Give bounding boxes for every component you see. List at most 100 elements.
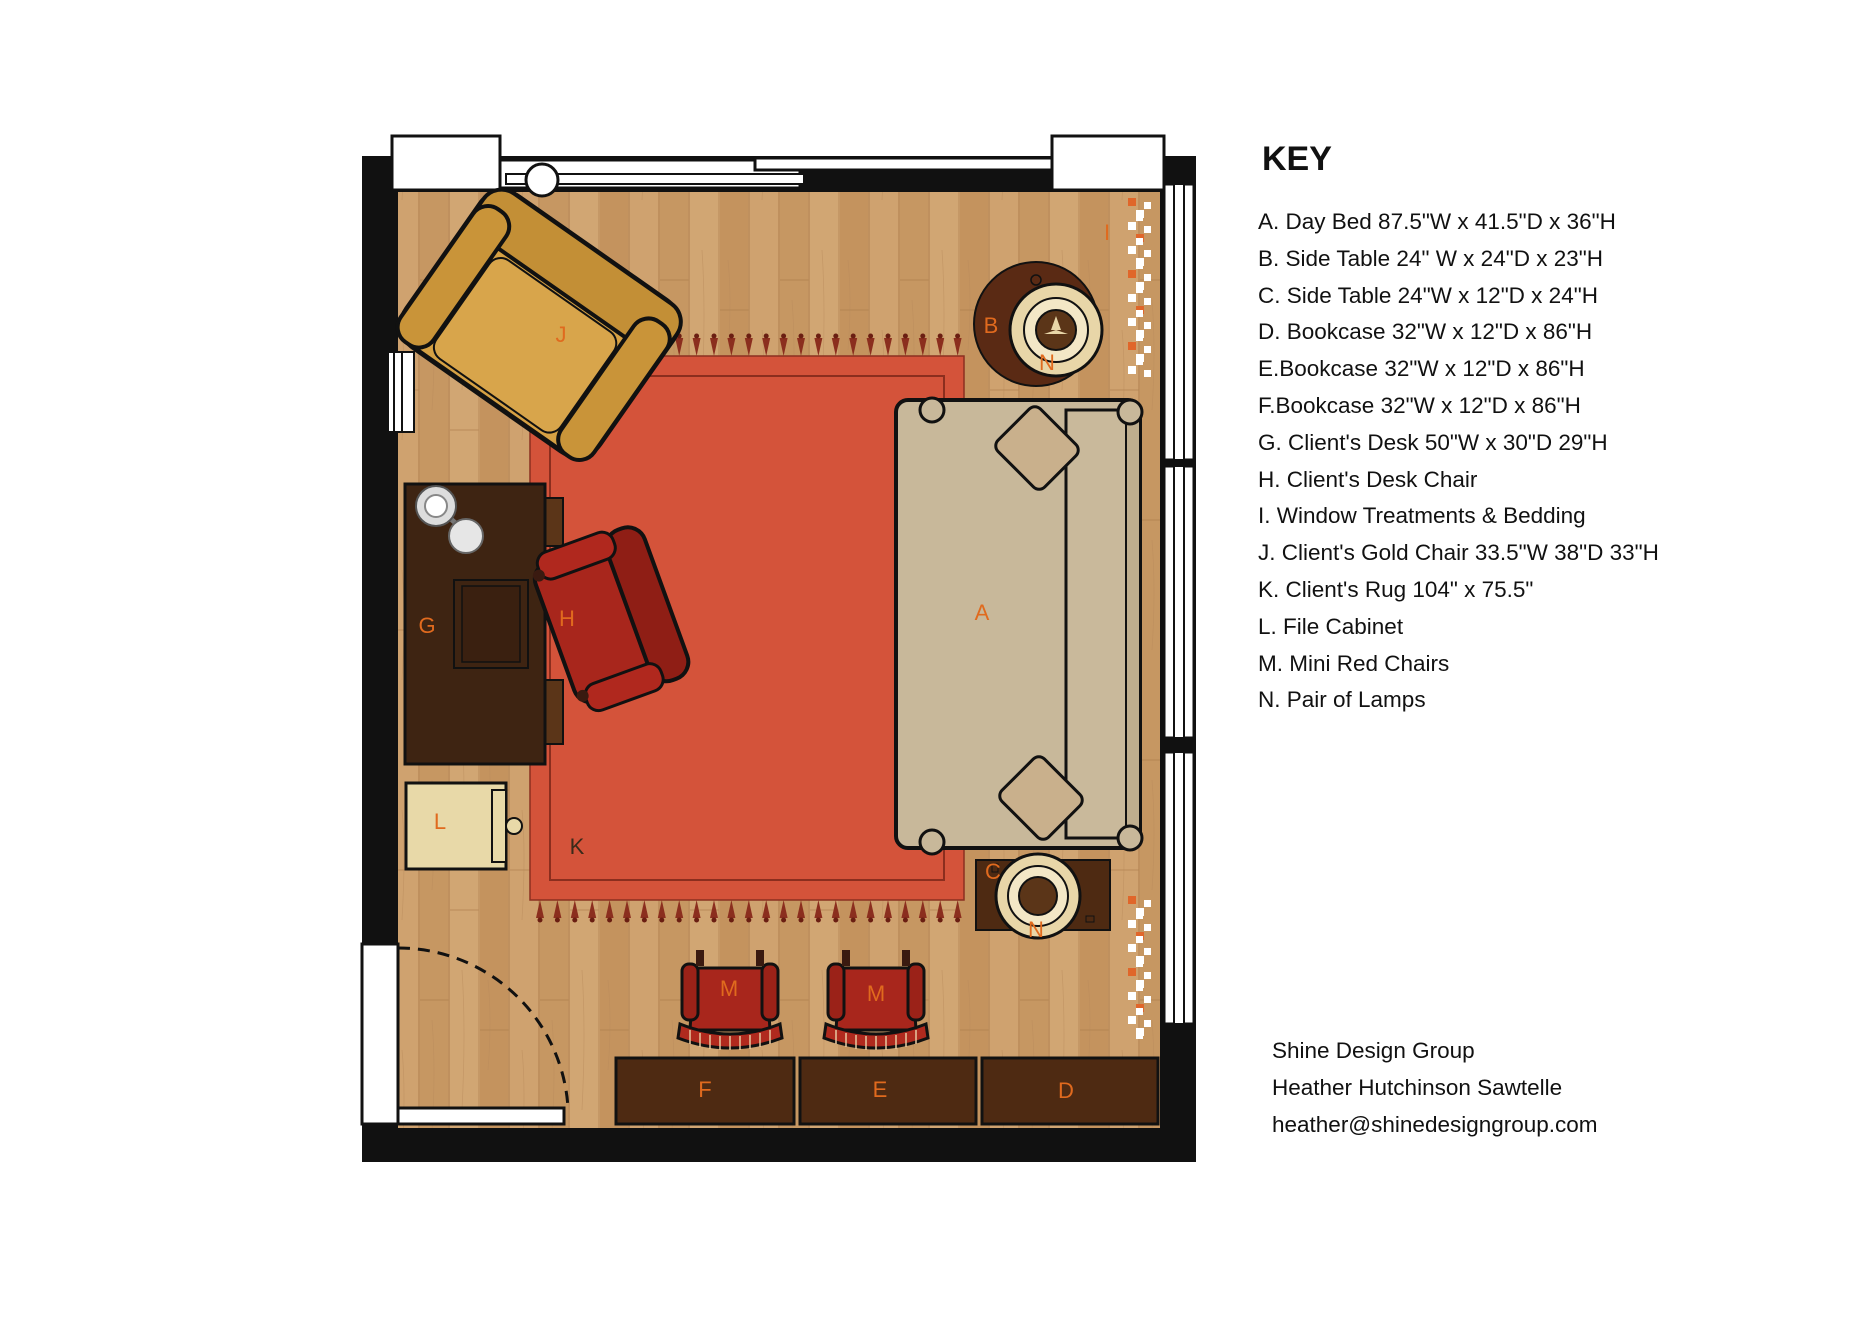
- treatment-tile: [1144, 274, 1151, 281]
- label-k: K: [570, 834, 585, 859]
- rug-tassel: [779, 900, 788, 918]
- rug-tassel: [953, 338, 962, 356]
- door: [360, 942, 570, 1126]
- rug-tassel: [762, 900, 771, 918]
- label-n-top: N: [1039, 350, 1055, 375]
- rug-tassel-knot: [763, 917, 769, 923]
- treatment-tile: [1144, 948, 1151, 955]
- label-a: A: [975, 600, 990, 625]
- lamp-icon: [1008, 282, 1104, 378]
- rug-tassel-knot: [781, 333, 787, 339]
- rug-tassel: [710, 338, 718, 356]
- rug-tassel: [901, 338, 910, 356]
- label-f: F: [698, 1077, 711, 1102]
- label-g: G: [418, 613, 435, 638]
- label-e: E: [873, 1077, 888, 1102]
- rug-tassel-knot: [589, 917, 595, 923]
- rug-tassel-knot: [902, 917, 908, 923]
- treatment-tile: [1144, 1020, 1151, 1027]
- rug-tassel-knot: [885, 917, 891, 923]
- label-d: D: [1058, 1078, 1074, 1103]
- treatment-tile: [1128, 246, 1136, 254]
- door-handle-icon: [524, 162, 560, 198]
- treatment-tile: [1144, 972, 1151, 979]
- label-c: C: [985, 859, 1001, 884]
- plan-labels: A B C D E F G H I J K L M M N N: [418, 220, 1110, 1103]
- rug-tassel-knot: [902, 333, 908, 339]
- treatment-tile: [1136, 310, 1143, 317]
- treatment-tile: [1128, 896, 1136, 904]
- treatment-tile: [1136, 334, 1143, 341]
- rug-tassel-knot: [641, 917, 647, 923]
- rug-tassel: [936, 900, 945, 918]
- rug-tassel: [918, 338, 927, 356]
- rug-tassel-knot: [659, 917, 665, 923]
- treatment-tile: [1136, 936, 1143, 943]
- rug-tassel: [727, 900, 736, 918]
- rug-tassel: [901, 900, 910, 918]
- treatment-tile: [1144, 370, 1151, 377]
- rug-tassel: [675, 900, 684, 918]
- key-item-m: M. Mini Red Chairs: [1258, 650, 1450, 676]
- rug-tassel-knot: [746, 917, 752, 923]
- rug-tassel: [866, 900, 875, 918]
- rug-tassel: [849, 900, 858, 918]
- treatment-tile: [1128, 968, 1136, 976]
- key-item-a: A. Day Bed 87.5"W x 41.5"D x 36"H: [1258, 209, 1616, 234]
- rug-tassel: [640, 900, 649, 918]
- rug-tassel-knot: [955, 333, 961, 339]
- treatment-tile: [1128, 992, 1136, 1000]
- key-item-d: D. Bookcase 32"W x 12"D x 86"H: [1258, 319, 1593, 345]
- rug-tassel: [866, 338, 875, 356]
- desk: [403, 482, 564, 766]
- rug-tassel: [744, 338, 753, 356]
- rug-tassel: [623, 900, 631, 918]
- key-item-f: F.Bookcase 32"W x 12"D x 86"H: [1258, 392, 1581, 418]
- right-windows: [1162, 182, 1196, 1026]
- treatment-tile: [1128, 222, 1136, 230]
- rug-tassel-knot: [763, 333, 769, 339]
- bookcase-d: [980, 1056, 1160, 1126]
- key-list: A. Day Bed 87.5"W x 41.5"D x 36"H B. Sid…: [1258, 204, 1659, 719]
- rug-tassel-knot: [868, 333, 874, 339]
- bookcase-f: [614, 1056, 796, 1126]
- file-cabinet: [404, 781, 523, 871]
- label-m-right: M: [867, 981, 885, 1006]
- treatment-tile: [1144, 924, 1151, 931]
- treatment-tile: [1144, 250, 1151, 257]
- treatment-tile: [1136, 912, 1143, 919]
- rug-tassel-knot: [798, 333, 804, 339]
- rug-tassel: [727, 338, 736, 356]
- treatment-tile: [1136, 984, 1143, 991]
- rug-tassel: [814, 338, 823, 356]
- door-swing-arc: [397, 946, 570, 1109]
- rug-tassel-knot: [815, 917, 821, 923]
- treatment-tile: [1144, 298, 1151, 305]
- left-window: [387, 351, 415, 433]
- rug-tassel-knot: [937, 333, 943, 339]
- rug-tassel-knot: [728, 917, 734, 923]
- window-treatment-bottom: [1128, 896, 1151, 1039]
- label-b: B: [984, 313, 999, 338]
- label-j: J: [556, 322, 567, 347]
- rug-tassel: [884, 338, 892, 356]
- lamp-icon: [994, 852, 1082, 940]
- rug-fringe-top: [536, 333, 962, 356]
- rug-tassel-knot: [868, 917, 874, 923]
- rug-tassel-knot: [694, 333, 700, 339]
- key-item-c: C. Side Table 24"W x 12"D x 24"H: [1258, 282, 1598, 308]
- rug-tassel: [710, 900, 718, 918]
- treatment-tile: [1136, 238, 1143, 245]
- credits: Shine Design Group Heather Hutchinson Sa…: [1272, 1032, 1598, 1143]
- label-m-left: M: [720, 976, 738, 1001]
- rug-fringe-bottom: [536, 900, 962, 923]
- treatment-tile: [1136, 262, 1143, 269]
- treatment-tile: [1136, 960, 1143, 967]
- rug-tassel-knot: [676, 917, 682, 923]
- day-bed: [894, 396, 1144, 856]
- rug-tassel-knot: [920, 917, 926, 923]
- key-item-j: J. Client's Gold Chair 33.5"W 38"D 33"H: [1258, 540, 1659, 566]
- key-item-l: L. File Cabinet: [1258, 613, 1404, 639]
- rug-tassel-knot: [833, 917, 839, 923]
